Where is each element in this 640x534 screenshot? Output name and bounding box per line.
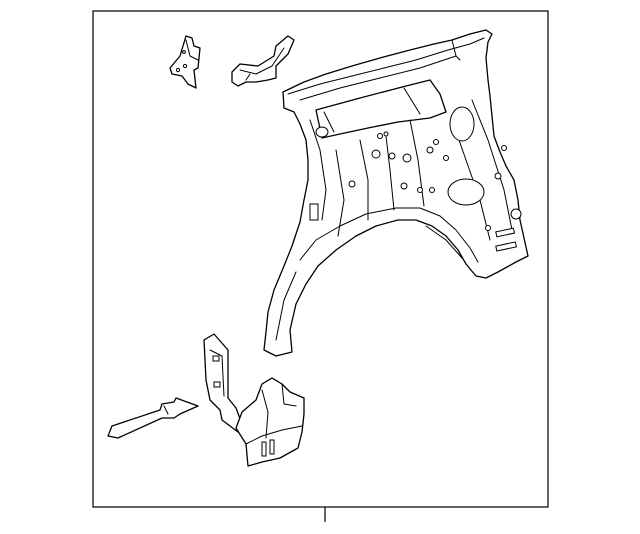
upper-bracket-part xyxy=(169,35,201,89)
wheelhouse-extension-part xyxy=(235,377,305,467)
quarter-inner-panel-part xyxy=(263,29,529,357)
lower-strip-part xyxy=(107,397,199,439)
upper-reinforcement-part xyxy=(231,35,295,87)
